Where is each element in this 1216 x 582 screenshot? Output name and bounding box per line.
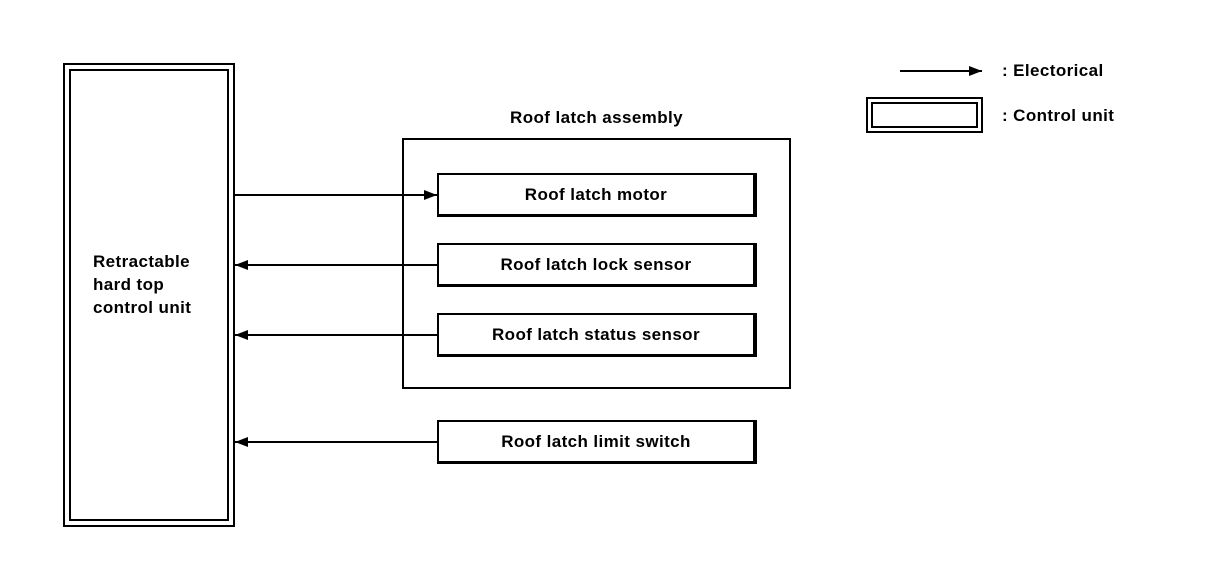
arrow-head-left-icon — [235, 260, 248, 270]
arrow-to-motor-icon — [235, 190, 437, 200]
arrow-line — [235, 441, 437, 443]
arrow-from-limit-switch-icon — [235, 437, 437, 447]
control-unit-box — [63, 63, 235, 527]
arrow-from-status-sensor-icon — [235, 330, 437, 340]
arrow-line — [235, 334, 437, 336]
roof-latch-motor-label: Roof latch motor — [524, 184, 668, 204]
control-unit-symbol-icon — [866, 97, 983, 133]
arrow-line — [235, 194, 437, 196]
roof-latch-status-sensor-box: Roof latch status sensor — [437, 313, 757, 357]
arrow-line — [900, 70, 982, 72]
assembly-title: Roof latch assembly — [510, 108, 683, 127]
roof-latch-motor-box: Roof latch motor — [437, 173, 757, 217]
electrical-arrow-icon — [900, 66, 982, 76]
roof-latch-status-sensor-label: Roof latch status sensor — [492, 324, 700, 344]
legend-electrical-label: : Electorical — [1002, 61, 1104, 80]
arrow-line — [235, 264, 437, 266]
roof-latch-lock-sensor-box: Roof latch lock sensor — [437, 243, 757, 287]
arrow-head-left-icon — [235, 330, 248, 340]
control-unit-symbol-inner-border — [871, 102, 978, 128]
roof-latch-limit-switch-box: Roof latch limit switch — [437, 420, 757, 464]
arrow-head-left-icon — [235, 437, 248, 447]
arrow-from-lock-sensor-icon — [235, 260, 437, 270]
control-unit-label-line2: hard top — [93, 275, 165, 294]
legend-control-unit-label: : Control unit — [1002, 106, 1115, 125]
control-unit-inner-border — [69, 69, 229, 521]
control-unit-label: Retractable hard top control unit — [93, 250, 191, 319]
roof-latch-limit-switch-label: Roof latch limit switch — [501, 431, 691, 451]
control-unit-label-line3: control unit — [93, 298, 192, 317]
arrow-head-right-icon — [969, 66, 982, 76]
control-unit-label-line1: Retractable — [93, 252, 190, 271]
roof-latch-lock-sensor-label: Roof latch lock sensor — [500, 254, 692, 274]
arrow-head-right-icon — [424, 190, 437, 200]
